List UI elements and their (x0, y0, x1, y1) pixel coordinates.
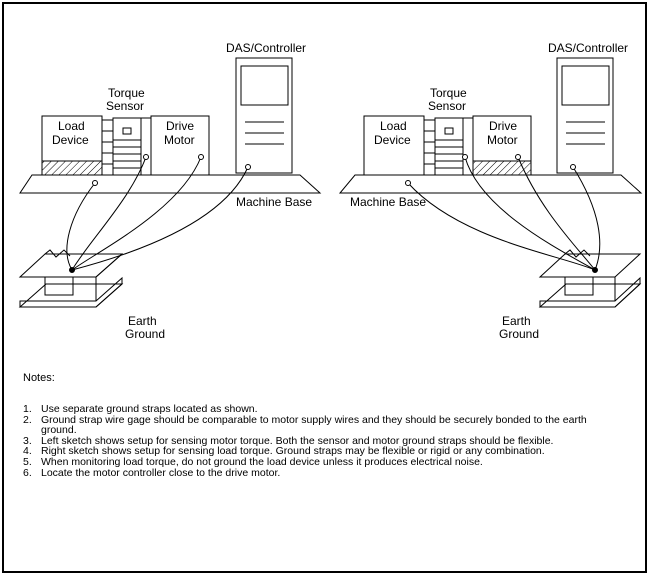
left-earth-ground-beam (18, 249, 124, 308)
left-machine-base-label: Machine Base (236, 195, 312, 209)
left-das-controller-label: DAS/Controller (226, 41, 306, 55)
left-load-device-label-1: Load (58, 119, 85, 133)
left-load-device (41, 115, 103, 176)
note-text: Ground strap wire gage should be compara… (41, 413, 587, 437)
notes-list: 1. Use separate ground straps located as … (23, 404, 623, 478)
left-torque-sensor-label-2: Sensor (106, 99, 144, 113)
right-machine-base (338, 174, 643, 194)
right-torque-sensor (423, 117, 474, 176)
right-load-device-label-2: Device (374, 133, 411, 147)
left-torque-sensor (101, 117, 152, 176)
right-torque-sensor-label-1: Torque (430, 86, 467, 100)
note-item: 6. Locate the motor controller close to t… (23, 466, 623, 479)
right-load-device-label-1: Load (380, 119, 407, 133)
note-item: 1. Use separate ground straps located as … (23, 404, 623, 415)
note-text: Left sketch shows setup for sensing moto… (41, 434, 554, 447)
left-sketch (18, 57, 322, 308)
note-item: 4. Right sketch shows setup for sensing l… (23, 446, 623, 457)
right-drive-motor (472, 115, 532, 176)
note-text: When monitoring load torque, do not grou… (41, 455, 483, 468)
left-das-controller (235, 57, 293, 174)
note-item: 5. When monitoring load torque, do not gr… (23, 457, 623, 468)
left-ground-straps (66, 156, 249, 271)
right-das-controller-label: DAS/Controller (548, 41, 628, 55)
note-number: 6. (23, 466, 32, 479)
note-text: Right sketch shows setup for sensing loa… (41, 445, 545, 458)
note-item: 3. Left sketch shows setup for sensing mo… (23, 434, 623, 447)
note-text: Use separate ground straps located as sh… (41, 403, 258, 415)
note-number: 5. (23, 455, 32, 468)
right-torque-sensor-label-2: Sensor (428, 99, 466, 113)
right-earth-ground-label-2: Ground (499, 327, 539, 341)
left-torque-sensor-label-1: Torque (108, 86, 145, 100)
note-number: 2. (23, 413, 32, 426)
right-sketch (338, 57, 643, 308)
left-strap-terminals (69, 154, 251, 273)
right-earth-ground-beam (538, 249, 642, 308)
right-strap-terminals (405, 154, 598, 273)
note-item: 2. Ground strap wire gage should be compa… (23, 413, 623, 437)
note-number: 4. (23, 445, 32, 458)
note-text: Locate the motor controller close to the… (41, 466, 281, 479)
notes-title: Notes: (23, 372, 55, 384)
right-load-device (363, 115, 425, 176)
right-drive-motor-label-1: Drive (489, 119, 517, 133)
left-earth-ground-label-2: Ground (125, 327, 165, 341)
note-number: 3. (23, 434, 32, 447)
left-earth-ground-label-1: Earth (128, 314, 157, 328)
right-das-controller (556, 57, 614, 174)
right-machine-base-label: Machine Base (350, 195, 426, 209)
right-ground-straps (407, 156, 601, 271)
right-drive-motor-label-2: Motor (487, 133, 518, 147)
left-load-device-label-2: Device (52, 133, 89, 147)
left-machine-base (19, 174, 322, 194)
left-drive-motor-label-2: Motor (164, 133, 195, 147)
note-number: 1. (23, 403, 32, 415)
left-drive-motor-label-1: Drive (166, 119, 194, 133)
right-earth-ground-label-1: Earth (502, 314, 531, 328)
